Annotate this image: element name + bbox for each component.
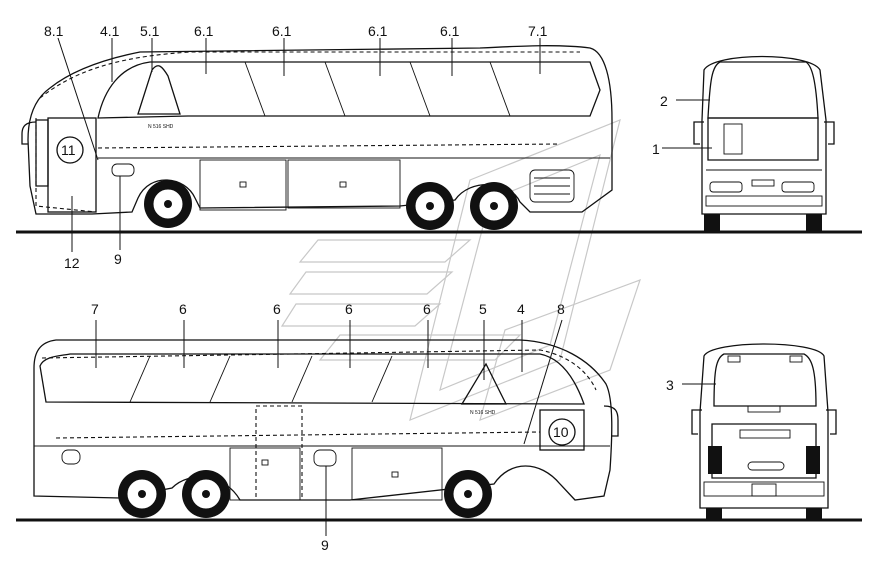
label-6-1-c: 6.1: [368, 23, 388, 39]
label-5-1: 5.1: [140, 23, 160, 39]
rear-wheel-2-bottom: [182, 470, 230, 518]
leaders-front: [662, 99, 712, 149]
bus-body-outline-bottom: [33, 339, 613, 501]
label-6-a: 6: [179, 301, 187, 317]
label-7-1: 7.1: [528, 23, 548, 39]
label-6-1-d: 6.1: [440, 23, 460, 39]
label-9-top: 9: [114, 251, 122, 267]
label-6-c: 6: [345, 301, 353, 317]
label-5: 5: [479, 301, 487, 317]
label-1: 1: [652, 141, 660, 157]
model-badge-bottom: N 516 SHD: [470, 410, 496, 416]
label-7: 7: [91, 301, 99, 317]
labels-top: 8.1 4.1 5.1 6.1 6.1 6.1 6.1 7.1 11 12 9: [44, 23, 548, 271]
rear-wheel-1-bottom: [118, 470, 166, 518]
label-2: 2: [660, 93, 668, 109]
leaders-top: [57, 37, 541, 252]
leaders-bottom: [95, 319, 563, 536]
callout-circle-11: [56, 136, 84, 164]
label-4: 4: [517, 301, 525, 317]
label-6-1-a: 6.1: [194, 23, 214, 39]
label-6-d: 6: [423, 301, 431, 317]
bus-body-outline-top: [27, 45, 613, 215]
front-wheel-bottom: [444, 470, 492, 518]
front-view: [693, 55, 835, 232]
rear-view: [691, 343, 837, 520]
label-3: 3: [666, 377, 674, 393]
rear-wheel-1-top: [406, 182, 454, 230]
front-wheel-top: [144, 180, 192, 228]
model-badge-top: N 516 SHD: [148, 124, 174, 130]
label-6-b: 6: [273, 301, 281, 317]
label-10: 10: [553, 424, 569, 440]
rear-wheel-2-top: [470, 182, 518, 230]
label-8: 8: [557, 301, 565, 317]
label-8-1: 8.1: [44, 23, 64, 39]
labels-bottom: 7 6 6 6 6 5 4 8 10 9: [91, 301, 569, 553]
watermark-logo: [280, 119, 641, 421]
side-view-bottom: N 516 SHD: [33, 339, 619, 518]
label-6-1-b: 6.1: [272, 23, 292, 39]
callout-circle-10: [548, 418, 576, 446]
label-4-1: 4.1: [100, 23, 120, 39]
label-12: 12: [64, 255, 80, 271]
label-11: 11: [61, 142, 76, 158]
side-view-top: N 516 SHD: [21, 45, 613, 230]
label-9-bottom: 9: [321, 537, 329, 553]
